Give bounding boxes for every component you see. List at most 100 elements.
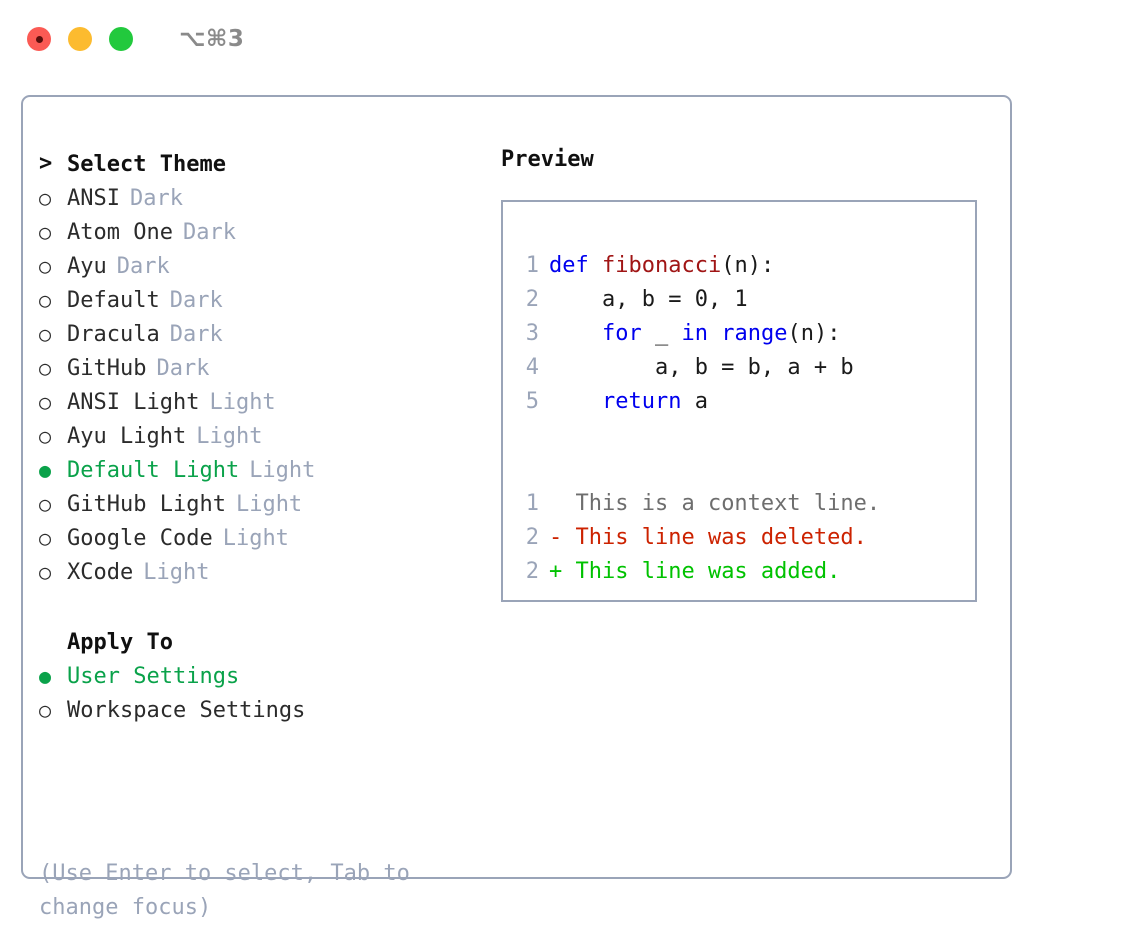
apply-to-option-workspace-settings[interactable]: ○ Workspace Settings — [39, 693, 479, 727]
theme-option-default-dark[interactable]: ○ Default Dark — [39, 283, 479, 317]
code-token-space — [589, 253, 602, 278]
preview-column: Preview 1 def fibonacci (n): 2 a, b = 0,… — [501, 147, 991, 602]
radio-empty-icon[interactable]: ○ — [39, 560, 52, 584]
line-number: 1 — [525, 490, 539, 516]
diff-line-deleted: 2 - This line was deleted. — [513, 520, 969, 554]
preview-title: Preview — [501, 147, 594, 172]
theme-option-ayu-dark[interactable]: ○ Ayu Dark — [39, 249, 479, 283]
theme-option-github-dark[interactable]: ○ GitHub Dark — [39, 351, 479, 385]
theme-variant-tag: Light — [235, 491, 303, 517]
keyboard-hint-text: (Use Enter to select, Tab to change focu… — [39, 861, 424, 920]
code-line: 5 return a — [513, 384, 969, 418]
radio-empty-icon[interactable]: ○ — [39, 186, 52, 210]
theme-option-ansi-light[interactable]: ○ ANSI Light Light — [39, 385, 479, 419]
radio-empty-icon[interactable]: ○ — [39, 254, 52, 278]
diff-marker: + — [549, 558, 563, 584]
diff-marker — [549, 491, 562, 516]
theme-option-dracula-dark[interactable]: ○ Dracula Dark — [39, 317, 479, 351]
code-line: 4 a, b = b, a + b — [513, 350, 969, 384]
diff-text: This is a context line. — [562, 490, 881, 516]
radio-empty-icon[interactable]: ○ — [39, 526, 52, 550]
theme-label: GitHub — [67, 355, 147, 381]
code-token-indent — [549, 321, 602, 346]
window-titlebar: ⌥⌘3 — [0, 0, 1140, 78]
diff-line-context: 1 This is a context line. — [513, 486, 969, 520]
radio-filled-icon[interactable]: ● — [39, 458, 52, 482]
code-line: 2 a, b = 0, 1 — [513, 282, 969, 316]
line-number: 3 — [525, 320, 539, 346]
close-button[interactable] — [27, 27, 51, 51]
theme-option-atom-one-dark[interactable]: ○ Atom One Dark — [39, 215, 479, 249]
line-number: 1 — [525, 252, 539, 278]
theme-label: Dracula — [67, 321, 160, 347]
theme-variant-tag: Dark — [116, 253, 170, 279]
prompt-caret-icon: > — [39, 151, 53, 176]
section-spacer — [39, 589, 479, 625]
apply-to-label: Apply To — [67, 629, 173, 655]
theme-variant-tag: Light — [209, 389, 276, 415]
theme-option-ayu-light[interactable]: ○ Ayu Light Light — [39, 419, 479, 453]
radio-empty-icon[interactable]: ○ — [39, 220, 52, 244]
line-number: 4 — [525, 354, 539, 380]
spacer-icon: ○ — [39, 632, 67, 652]
code-token-space — [708, 321, 721, 346]
radio-empty-icon[interactable]: ○ — [39, 424, 52, 448]
radio-empty-icon[interactable]: ○ — [39, 698, 52, 722]
theme-variant-tag: Light — [143, 559, 210, 585]
keyboard-shortcut-label: ⌥⌘3 — [179, 26, 245, 52]
theme-variant-tag: Light — [196, 423, 263, 449]
apply-to-option-user-settings[interactable]: ● User Settings — [39, 659, 479, 693]
diff-text: This line was added. — [562, 558, 841, 584]
code-blank-line — [513, 452, 969, 486]
theme-label: GitHub Light — [67, 491, 226, 517]
minimize-button[interactable] — [68, 27, 92, 51]
radio-empty-icon[interactable]: ○ — [39, 322, 52, 346]
panel-body: > Select Theme ○ ANSI Dark ○ Atom One Da… — [23, 97, 1010, 920]
theme-variant-tag: Dark — [169, 321, 223, 347]
theme-label: Ayu Light — [67, 423, 187, 449]
line-number: 5 — [525, 388, 539, 414]
code-token-plain: a, b = b, a + b — [549, 354, 854, 380]
theme-option-google-code[interactable]: ○ Google Code Light — [39, 521, 479, 555]
code-token-plain: (n): — [721, 252, 775, 278]
code-token-keyword: for — [601, 320, 642, 346]
theme-option-github-light[interactable]: ○ GitHub Light Light — [39, 487, 479, 521]
code-line: 3 for _ in range (n): — [513, 316, 969, 350]
theme-list-column: > Select Theme ○ ANSI Dark ○ Atom One Da… — [39, 147, 479, 727]
select-theme-title: Select Theme — [67, 151, 226, 177]
code-token-plain: a — [681, 388, 708, 414]
theme-option-xcode[interactable]: ○ XCode Light — [39, 555, 479, 589]
code-token-keyword: return — [601, 388, 682, 414]
radio-filled-icon[interactable]: ● — [39, 664, 52, 688]
traffic-lights — [27, 27, 133, 51]
code-token-plain: (n): — [787, 320, 841, 346]
theme-option-default-light[interactable]: ● Default Light Light — [39, 453, 479, 487]
code-token-plain: _ — [641, 320, 682, 346]
code-blank-line — [513, 418, 969, 452]
maximize-button[interactable] — [109, 27, 133, 51]
line-number: 2 — [525, 286, 539, 312]
code-token-keyword: in — [681, 320, 708, 346]
theme-variant-tag: Dark — [182, 219, 236, 245]
line-number: 2 — [525, 558, 539, 584]
theme-option-ansi-dark[interactable]: ○ ANSI Dark — [39, 181, 479, 215]
theme-label: ANSI — [67, 185, 120, 211]
code-line: 1 def fibonacci (n): — [513, 248, 969, 282]
code-token-plain: a, b = 0, 1 — [549, 286, 748, 312]
theme-variant-tag: Dark — [156, 355, 210, 381]
theme-selector-panel: > Select Theme ○ ANSI Dark ○ Atom One Da… — [21, 95, 1012, 920]
theme-variant-tag: Light — [249, 457, 316, 483]
apply-to-option-label: User Settings — [67, 663, 240, 689]
theme-label: ANSI Light — [67, 389, 200, 415]
radio-empty-icon[interactable]: ○ — [39, 288, 52, 312]
code-token-function: fibonacci — [602, 252, 722, 278]
apply-to-section-title: ○ Apply To — [39, 625, 479, 659]
theme-label: Atom One — [67, 219, 173, 245]
radio-empty-icon[interactable]: ○ — [39, 356, 52, 380]
theme-variant-tag: Light — [222, 525, 289, 551]
code-token-keyword: range — [721, 320, 788, 346]
radio-empty-icon[interactable]: ○ — [39, 492, 52, 516]
code-token-keyword: def — [549, 252, 589, 278]
code-sample: 1 def fibonacci (n): 2 a, b = 0, 1 3 — [513, 248, 969, 588]
radio-empty-icon[interactable]: ○ — [39, 390, 52, 414]
